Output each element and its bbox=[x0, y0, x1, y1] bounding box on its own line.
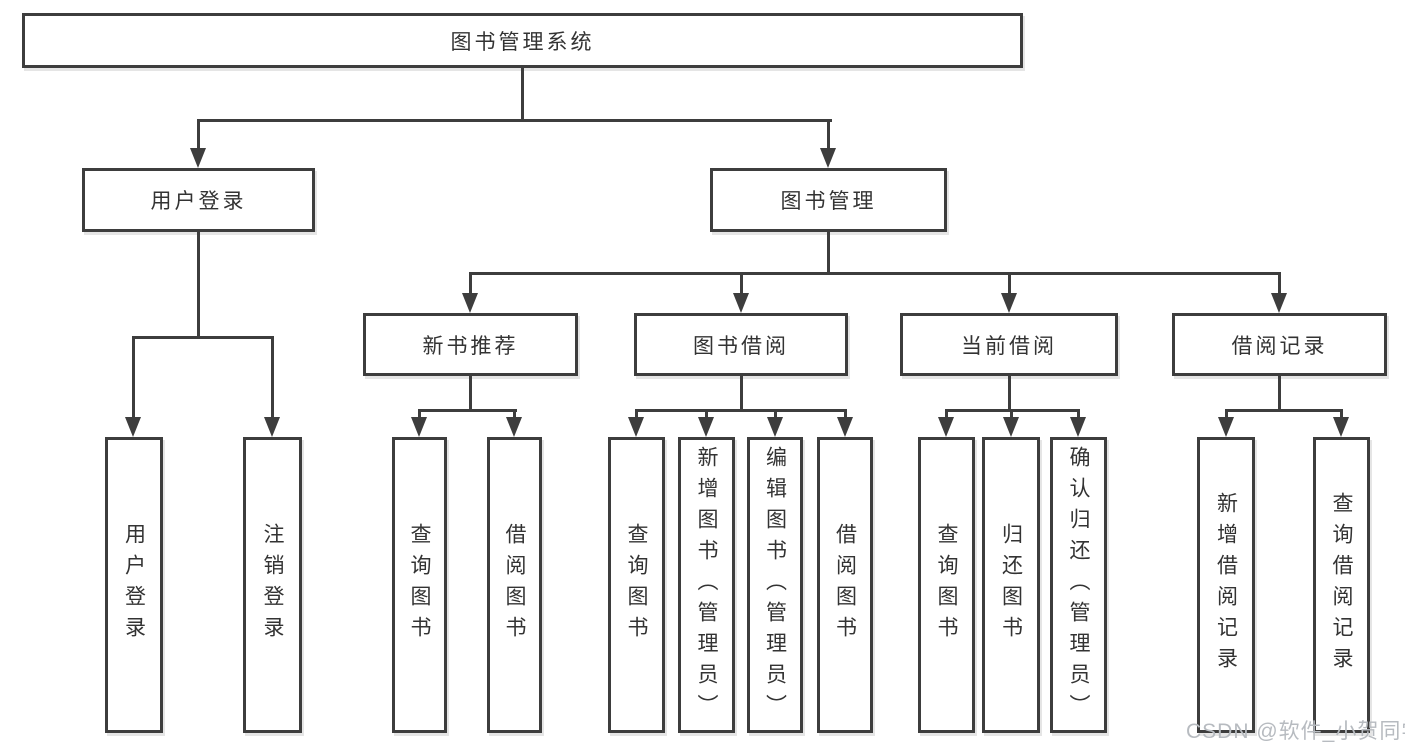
node-book-borrowing: 图书借阅 bbox=[634, 313, 848, 376]
leaf-label: 借阅图书 bbox=[503, 523, 526, 647]
node-label: 图书管理 bbox=[780, 190, 877, 213]
connector-line bbox=[774, 409, 777, 420]
connector-line bbox=[1278, 272, 1281, 296]
arrowhead bbox=[733, 293, 749, 313]
arrowhead bbox=[628, 417, 644, 437]
leaf-query-books-current: 查询图书 bbox=[918, 437, 975, 733]
arrowhead bbox=[1070, 417, 1086, 437]
leaf-return-books: 归还图书 bbox=[982, 437, 1040, 733]
arrowhead bbox=[820, 148, 836, 168]
leaf-borrow-books-borrowing: 借阅图书 bbox=[817, 437, 873, 733]
connector-line bbox=[1008, 272, 1011, 296]
connector-line bbox=[740, 374, 743, 412]
connector-line bbox=[1278, 374, 1281, 412]
connector-line bbox=[469, 272, 1281, 275]
connector-line bbox=[1008, 374, 1011, 412]
leaf-logout: 注销登录 bbox=[243, 437, 302, 733]
leaf-borrow-books-recommend: 借阅图书 bbox=[487, 437, 542, 733]
arrowhead bbox=[938, 417, 954, 437]
connector-line bbox=[418, 409, 517, 412]
leaf-label: 注销登录 bbox=[261, 523, 284, 647]
arrowhead bbox=[125, 417, 141, 437]
connector-line bbox=[1010, 409, 1013, 420]
arrowhead bbox=[1218, 417, 1234, 437]
connector-line bbox=[705, 409, 708, 420]
connector-line bbox=[1077, 409, 1080, 420]
leaf-label: 新增图书（管理员） bbox=[695, 445, 718, 725]
arrowhead bbox=[698, 417, 714, 437]
arrowhead bbox=[264, 417, 280, 437]
node-label: 图书管理系统 bbox=[450, 30, 595, 54]
connector-line bbox=[635, 409, 846, 412]
leaf-label: 编辑图书（管理员） bbox=[763, 445, 787, 725]
connector-line bbox=[1225, 409, 1343, 412]
node-label: 图书借阅 bbox=[693, 334, 789, 358]
arrowhead bbox=[1001, 293, 1017, 313]
connector-line bbox=[271, 336, 274, 420]
leaf-label: 用户登录 bbox=[122, 523, 146, 647]
connector-line bbox=[469, 374, 472, 412]
leaf-add-borrow-record: 新增借阅记录 bbox=[1197, 437, 1255, 733]
arrowhead bbox=[190, 148, 206, 168]
csdn-watermark: CSDN @软件_小贺同学 bbox=[1186, 720, 1405, 743]
leaf-label: 查询图书 bbox=[408, 523, 431, 647]
connector-line bbox=[1225, 409, 1228, 420]
connector-line bbox=[945, 409, 948, 420]
leaf-label: 查询借阅记录 bbox=[1330, 492, 1353, 678]
connector-line bbox=[521, 66, 524, 122]
leaf-label: 新增借阅记录 bbox=[1214, 492, 1238, 678]
connector-line bbox=[740, 272, 743, 296]
node-new-book-recommendation: 新书推荐 bbox=[363, 313, 578, 376]
leaf-query-borrow-record: 查询借阅记录 bbox=[1313, 437, 1370, 733]
connector-line bbox=[844, 409, 847, 420]
leaf-edit-books-admin: 编辑图书（管理员） bbox=[747, 437, 803, 733]
leaf-query-books-borrowing: 查询图书 bbox=[608, 437, 665, 733]
leaf-add-books-admin: 新增图书（管理员） bbox=[678, 437, 735, 733]
node-book-management: 图书管理 bbox=[710, 168, 947, 232]
node-label: 借阅记录 bbox=[1231, 334, 1328, 358]
node-root-library-system: 图书管理系统 bbox=[22, 13, 1023, 68]
leaf-label: 确认归还（管理员） bbox=[1067, 445, 1090, 725]
connector-line bbox=[469, 272, 472, 296]
leaf-label: 查询图书 bbox=[625, 523, 648, 647]
leaf-query-books-recommend: 查询图书 bbox=[392, 437, 447, 733]
connector-line bbox=[197, 119, 832, 122]
connector-line bbox=[133, 336, 274, 339]
arrowhead bbox=[411, 417, 427, 437]
connector-line bbox=[132, 336, 135, 420]
node-label: 当前借阅 bbox=[961, 334, 1057, 358]
connector-line bbox=[418, 409, 421, 420]
leaf-label: 归还图书 bbox=[999, 523, 1023, 647]
connector-line bbox=[197, 230, 200, 339]
node-label: 新书推荐 bbox=[422, 334, 519, 358]
arrowhead bbox=[506, 417, 522, 437]
leaf-label: 查询图书 bbox=[935, 523, 958, 647]
connector-line bbox=[827, 119, 830, 151]
connector-line bbox=[513, 409, 516, 420]
arrowhead bbox=[1333, 417, 1349, 437]
node-borrowing-records: 借阅记录 bbox=[1172, 313, 1387, 376]
connector-line bbox=[1340, 409, 1343, 420]
arrowhead bbox=[1271, 293, 1287, 313]
connector-line bbox=[635, 409, 638, 420]
arrowhead bbox=[462, 293, 478, 313]
connector-line bbox=[827, 230, 830, 275]
leaf-confirm-return-admin: 确认归还（管理员） bbox=[1050, 437, 1107, 733]
node-label: 用户登录 bbox=[150, 190, 247, 213]
node-user-login: 用户登录 bbox=[82, 168, 315, 232]
arrowhead bbox=[837, 417, 853, 437]
leaf-user-login: 用户登录 bbox=[105, 437, 163, 733]
connector-line bbox=[197, 119, 200, 151]
arrowhead bbox=[1003, 417, 1019, 437]
node-current-borrowing: 当前借阅 bbox=[900, 313, 1118, 376]
leaf-label: 借阅图书 bbox=[833, 523, 857, 647]
arrowhead bbox=[767, 417, 783, 437]
